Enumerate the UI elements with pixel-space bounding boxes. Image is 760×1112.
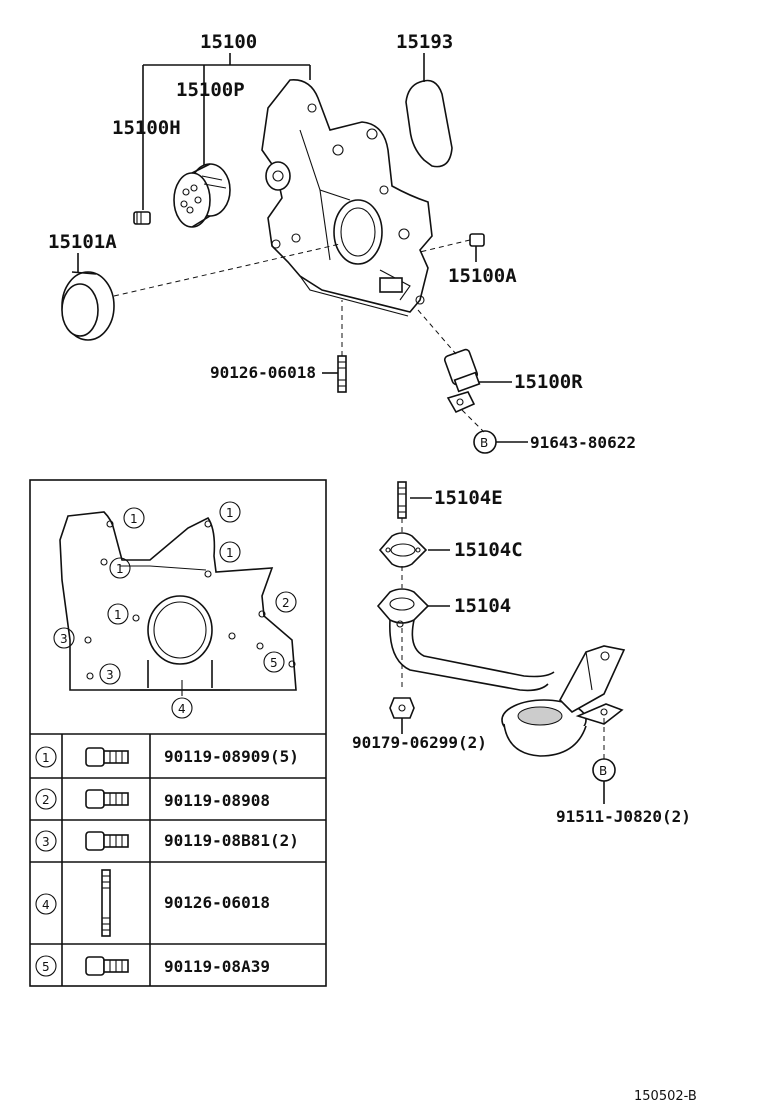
bolt-layout-panel: [29, 479, 327, 987]
bolt-icon: [85, 956, 129, 976]
oil-strainer-15104: [376, 588, 626, 757]
svg-text:3: 3: [42, 835, 50, 849]
table-row[interactable]: 5 90119-08A39: [35, 955, 270, 977]
table-row[interactable]: 1 90119-08909(5): [35, 746, 299, 768]
svg-text:15193: 15193: [396, 31, 453, 53]
svg-text:91643-80622: 91643-80622: [530, 433, 636, 452]
layout-marker-1d: 1: [109, 557, 131, 579]
svg-text:15104: 15104: [454, 595, 511, 617]
svg-text:5: 5: [42, 960, 50, 974]
svg-text:4: 4: [178, 702, 186, 716]
callout-15101a[interactable]: 15101A: [48, 231, 117, 272]
svg-text:3: 3: [106, 668, 114, 682]
svg-text:B: B: [599, 764, 607, 778]
bolt-icon: [85, 789, 129, 809]
svg-text:15101A: 15101A: [48, 231, 117, 253]
layout-marker-5: 5: [263, 651, 285, 673]
svg-text:90126-06018: 90126-06018: [164, 893, 270, 912]
callout-15100p[interactable]: 15100P: [176, 65, 245, 170]
layout-marker-2: 2: [275, 591, 297, 613]
svg-text:4: 4: [42, 898, 50, 912]
table-row[interactable]: 3 90119-08B81(2): [35, 830, 299, 852]
svg-text:1: 1: [130, 512, 138, 526]
svg-text:2: 2: [282, 596, 290, 610]
callout-91511[interactable]: B 91511-J0820(2): [556, 758, 691, 826]
bolt-table: [30, 734, 326, 986]
svg-text:90179-06299(2): 90179-06299(2): [352, 733, 487, 752]
table-row[interactable]: 4 90126-06018: [35, 869, 270, 937]
bolt-icon: [85, 831, 129, 851]
callout-15100a[interactable]: 15100A: [448, 244, 517, 287]
svg-text:90119-08B81(2): 90119-08B81(2): [164, 831, 299, 850]
stud-90126-top: [337, 355, 347, 393]
svg-text:91511-J0820(2): 91511-J0820(2): [556, 807, 691, 826]
callout-15104e[interactable]: 15104E: [410, 487, 503, 509]
callout-15100r[interactable]: 15100R: [478, 371, 583, 393]
nut-90179: [389, 697, 415, 719]
layout-marker-1b: 1: [219, 501, 241, 523]
svg-text:1: 1: [226, 546, 234, 560]
plug-15100h: [133, 211, 151, 225]
oil-seal-15101a: [61, 271, 115, 341]
sensor-15100r: [443, 348, 481, 414]
svg-text:15100H: 15100H: [112, 117, 181, 139]
svg-text:B: B: [480, 436, 488, 450]
svg-text:1: 1: [226, 506, 234, 520]
callout-15100h[interactable]: 15100H: [112, 117, 181, 139]
callout-15104[interactable]: 15104: [428, 595, 511, 617]
svg-text:1: 1: [116, 562, 124, 576]
svg-text:90119-08908: 90119-08908: [164, 791, 270, 810]
layout-marker-3b: 3: [99, 663, 121, 685]
svg-text:15100P: 15100P: [176, 79, 245, 101]
oil-pump-housing: [261, 79, 433, 317]
svg-text:15104E: 15104E: [434, 487, 503, 509]
svg-text:15100R: 15100R: [514, 371, 583, 393]
svg-text:1: 1: [42, 751, 50, 765]
layout-marker-4: 4: [171, 680, 193, 719]
figure-code: 150502-B: [634, 1089, 697, 1104]
layout-marker-1c: 1: [219, 541, 241, 563]
layout-marker-1a: 1: [123, 507, 145, 529]
svg-text:15100A: 15100A: [448, 265, 517, 287]
svg-text:90119-08A39: 90119-08A39: [164, 957, 270, 976]
svg-text:90126-06018: 90126-06018: [210, 363, 316, 382]
svg-text:3: 3: [60, 632, 68, 646]
svg-text:15104C: 15104C: [454, 539, 523, 561]
callout-90126-top[interactable]: 90126-06018: [210, 363, 338, 382]
svg-text:2: 2: [42, 793, 50, 807]
oil-pump-rotor: [173, 163, 231, 228]
callout-90179[interactable]: 90179-06299(2): [352, 718, 487, 752]
callout-15193[interactable]: 15193: [396, 31, 453, 82]
layout-marker-3a: 3: [53, 627, 75, 649]
callout-15100[interactable]: 15100: [142, 31, 311, 210]
plug-15100a: [469, 233, 485, 247]
svg-text:15100: 15100: [200, 31, 257, 53]
stud-15104e: [397, 481, 407, 519]
svg-text:90119-08909(5): 90119-08909(5): [164, 747, 299, 766]
callout-91643[interactable]: B 91643-80622: [473, 430, 636, 454]
gasket-15193: [405, 79, 453, 168]
callout-15104c[interactable]: 15104C: [428, 539, 523, 561]
layout-marker-1e: 1: [107, 603, 129, 625]
stud-icon: [101, 869, 111, 937]
gasket-15104c: [378, 532, 428, 568]
svg-text:5: 5: [270, 656, 278, 670]
svg-text:1: 1: [114, 608, 122, 622]
bolt-icon: [85, 747, 129, 767]
table-row[interactable]: 2 90119-08908: [35, 788, 270, 810]
